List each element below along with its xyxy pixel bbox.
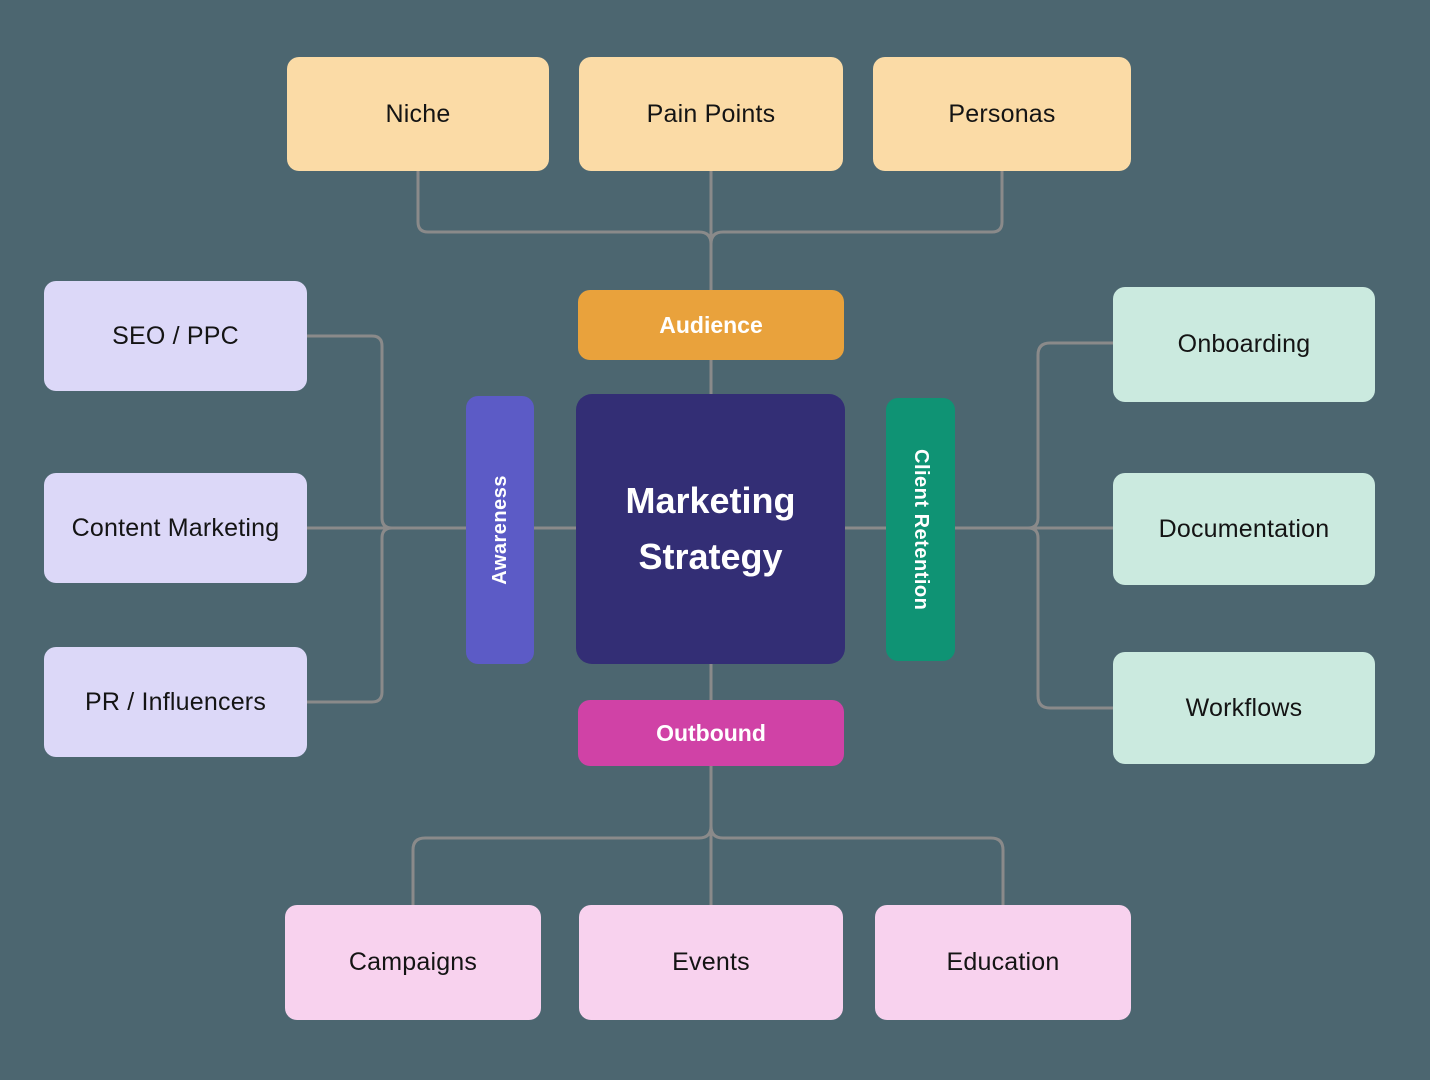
node-outbound[interactable]: Outbound <box>578 700 844 766</box>
node-client-retention-label: Client Retention <box>910 448 932 611</box>
node-audience[interactable]: Audience <box>578 290 844 360</box>
node-documentation-label: Documentation <box>1158 514 1330 543</box>
node-onboarding-label: Onboarding <box>1177 330 1311 358</box>
connector-outbound-education <box>709 824 1005 907</box>
node-documentation[interactable]: Documentation <box>1113 473 1375 585</box>
connector-pr-awareness <box>305 526 394 704</box>
node-content-marketing-label: Content Marketing <box>71 513 280 542</box>
node-pr-influencers[interactable]: PR / Influencers <box>44 647 307 757</box>
node-outbound-label: Outbound <box>656 719 766 746</box>
connector-personas-audience <box>709 169 1004 246</box>
node-workflows[interactable]: Workflows <box>1113 652 1375 764</box>
node-personas-label: Personas <box>948 99 1056 128</box>
node-audience-label: Audience <box>659 311 763 338</box>
node-campaigns-label: Campaigns <box>348 948 478 976</box>
node-marketing-strategy[interactable]: Marketing Strategy <box>576 394 845 664</box>
node-workflows-label: Workflows <box>1185 693 1303 722</box>
node-pain-points[interactable]: Pain Points <box>579 57 843 171</box>
connector-onboarding-retention <box>1026 341 1115 530</box>
connector-seo-awareness <box>305 334 394 530</box>
node-education[interactable]: Education <box>875 905 1131 1020</box>
node-pain-points-label: Pain Points <box>646 99 776 128</box>
node-events[interactable]: Events <box>579 905 843 1020</box>
node-awareness[interactable]: Awareness <box>466 396 534 664</box>
node-education-label: Education <box>946 948 1060 976</box>
node-seo-ppc-label: SEO / PPC <box>112 321 239 350</box>
node-niche-label: Niche <box>385 99 451 128</box>
node-niche[interactable]: Niche <box>287 57 549 171</box>
node-awareness-label: Awareness <box>488 475 511 585</box>
connector-niche-audience <box>416 169 713 246</box>
node-client-retention[interactable]: Client Retention <box>886 398 955 661</box>
node-marketing-strategy-label: Marketing Strategy <box>625 480 796 577</box>
connector-outbound-campaigns <box>411 824 713 907</box>
node-onboarding[interactable]: Onboarding <box>1113 287 1375 402</box>
node-events-label: Events <box>672 948 750 976</box>
node-seo-ppc[interactable]: SEO / PPC <box>44 281 307 391</box>
node-pr-influencers-label: PR / Influencers <box>84 687 267 716</box>
node-personas[interactable]: Personas <box>873 57 1131 171</box>
connector-workflows-retention <box>1026 526 1115 710</box>
node-campaigns[interactable]: Campaigns <box>285 905 541 1020</box>
node-content-marketing[interactable]: Content Marketing <box>44 473 307 583</box>
